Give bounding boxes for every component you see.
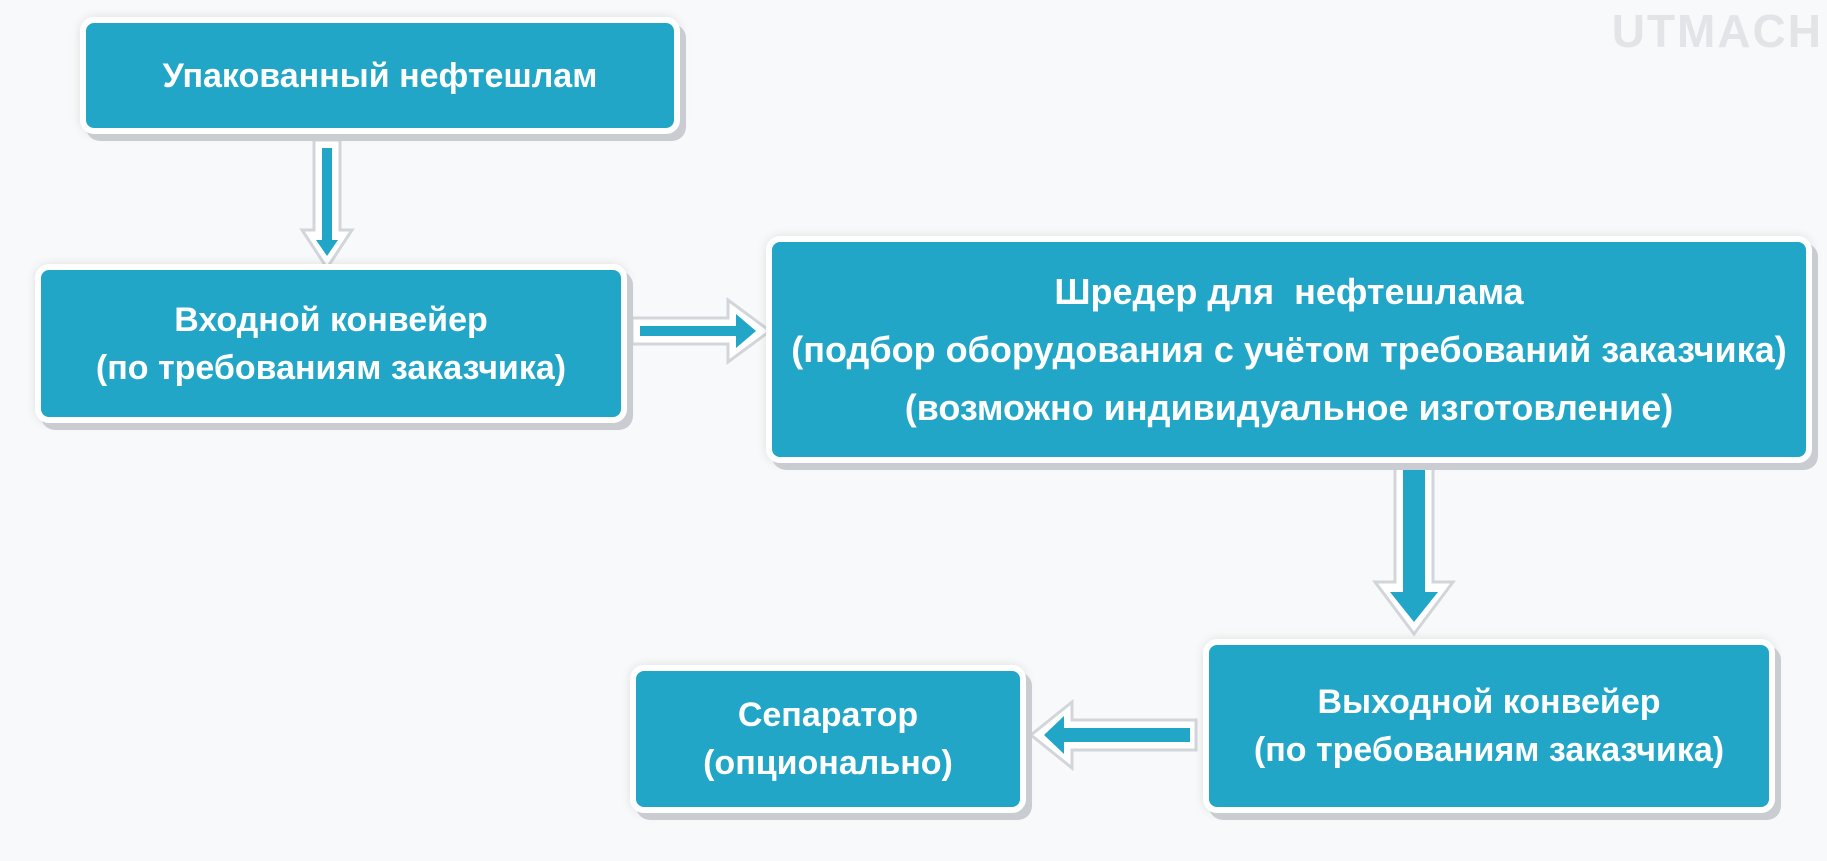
watermark-logo: UTMACH [1611, 5, 1823, 57]
node-shredder-line-1: Шредер для нефтешлама [1054, 270, 1524, 312]
node-packed-oil-sludge: Упакованный нефтешлам [80, 17, 680, 134]
arrow-input-to-shredder-core [640, 314, 756, 348]
node-separator: Сепаратор (опционально) [630, 665, 1026, 813]
node-shredder-line-2: (подбор оборудования с учётом требований… [791, 328, 1787, 370]
node-shredder-line-3: (возможно индивидуальное изготовление) [904, 386, 1674, 428]
arrow-output-to-separator-core [1044, 716, 1190, 754]
node-separator-line-2: (опционально) [703, 744, 953, 782]
node-output-conveyor: Выходной конвейер (по требованиям заказч… [1203, 639, 1775, 813]
node-packed-line-1: Упакованный нефтешлам [162, 56, 598, 95]
node-output-conveyor-line-2: (по требованиям заказчика) [1253, 731, 1725, 769]
node-input-conveyor-line-1: Входной конвейер [174, 300, 488, 339]
node-separator-line-1: Сепаратор [737, 696, 919, 734]
node-shredder: Шредер для нефтешлама (подбор оборудован… [766, 236, 1812, 463]
arrow-shredder-to-output-core [1390, 466, 1438, 622]
node-input-conveyor-line-2: (по требованиям заказчика) [95, 348, 567, 387]
node-input-conveyor: Входной конвейер (по требованиям заказчи… [35, 264, 627, 423]
node-output-conveyor-line-1: Выходной конвейер [1317, 683, 1661, 721]
arrow-packed-to-input-core [316, 148, 338, 256]
